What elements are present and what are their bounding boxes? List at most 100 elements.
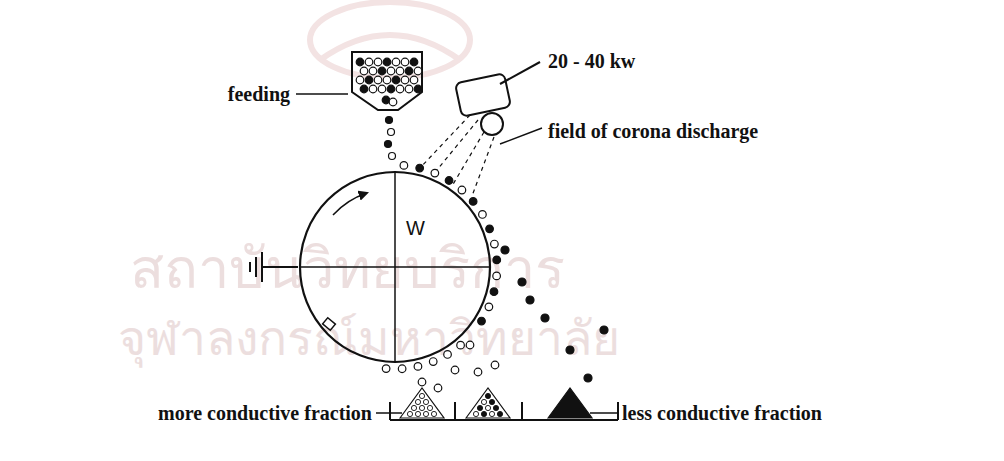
grain [365, 76, 373, 84]
pile-grain [489, 411, 494, 416]
grain [383, 58, 391, 66]
particle [431, 169, 439, 177]
particle [474, 368, 482, 376]
pile-grain [411, 405, 416, 410]
grain [356, 76, 364, 84]
particle [398, 365, 406, 373]
grain [387, 85, 395, 93]
separator-drum: W [298, 170, 492, 364]
particle [429, 358, 437, 366]
grain [378, 85, 386, 93]
particle [490, 288, 498, 296]
grain [392, 58, 400, 66]
watermark: สถาบันวิทยบริการ [130, 238, 565, 300]
grain [414, 85, 422, 93]
particle [385, 141, 392, 148]
grain [392, 76, 400, 84]
particle [501, 246, 509, 254]
particle [526, 296, 534, 304]
fraction-piles [400, 388, 592, 418]
fraction-pile [466, 388, 510, 418]
particle [491, 361, 499, 369]
particle [451, 366, 459, 374]
particle [434, 384, 442, 392]
pile-grain [485, 393, 490, 398]
grain [396, 85, 404, 93]
grain [405, 67, 413, 75]
particle [457, 341, 465, 349]
pile-grain [419, 393, 424, 398]
feed-hopper [352, 52, 422, 110]
leader-line [296, 93, 348, 95]
pile-grain [493, 405, 498, 410]
particle [600, 326, 608, 334]
corona-label: field of corona discharge [548, 120, 758, 142]
grain [360, 67, 368, 75]
pile-grain [419, 405, 424, 410]
leader-line [590, 412, 618, 414]
pile-grain [477, 405, 482, 410]
grain [387, 67, 395, 75]
grain [369, 85, 377, 93]
pile-grain [431, 411, 436, 416]
leader-line [376, 412, 402, 414]
pile-grain [423, 411, 428, 416]
grain [369, 67, 377, 75]
power-label: 20 - 40 kw [548, 50, 635, 72]
particles [382, 117, 608, 392]
pile-grain [481, 399, 486, 404]
corona-electrode [455, 62, 540, 135]
grain [356, 58, 364, 66]
pile-grain [427, 405, 432, 410]
particle [445, 177, 453, 185]
grain [378, 67, 386, 75]
leader-line [500, 128, 542, 144]
particle [469, 198, 477, 206]
grain [383, 76, 391, 84]
pile-grain [407, 411, 412, 416]
corona-field [420, 115, 494, 196]
pile-grain [485, 405, 490, 410]
drum-outline [298, 170, 492, 364]
grain [374, 76, 382, 84]
pile-grain [489, 399, 494, 404]
leaders [376, 413, 618, 414]
particle [491, 240, 499, 248]
pile-grain [423, 399, 428, 404]
particle [566, 346, 574, 354]
grain [401, 76, 409, 84]
particle [485, 303, 493, 311]
grain [374, 58, 382, 66]
particle [389, 153, 396, 160]
particle [541, 314, 549, 322]
watermark-seal [310, 2, 470, 78]
particle [386, 117, 393, 124]
particle [418, 378, 426, 386]
grain [410, 58, 418, 66]
grain [389, 98, 397, 106]
particle [486, 225, 494, 233]
feed-label: feeding [228, 83, 290, 105]
particle [493, 272, 501, 280]
pile-grain [473, 411, 478, 416]
particle [382, 365, 390, 373]
particle [479, 211, 487, 219]
particle [416, 164, 424, 172]
feed-grains [356, 58, 422, 106]
particle [478, 317, 486, 325]
grain [414, 67, 422, 75]
drum-label: W [406, 218, 425, 238]
particle [584, 374, 592, 382]
ground-symbol [250, 252, 298, 282]
fraction-pile [400, 388, 444, 418]
particle [414, 363, 422, 371]
grain [405, 85, 413, 93]
pile-grain [497, 411, 502, 416]
particle [493, 256, 501, 264]
pile-grain [415, 399, 420, 404]
fraction-pile [548, 388, 592, 418]
particle [518, 278, 526, 286]
grain [396, 67, 404, 75]
